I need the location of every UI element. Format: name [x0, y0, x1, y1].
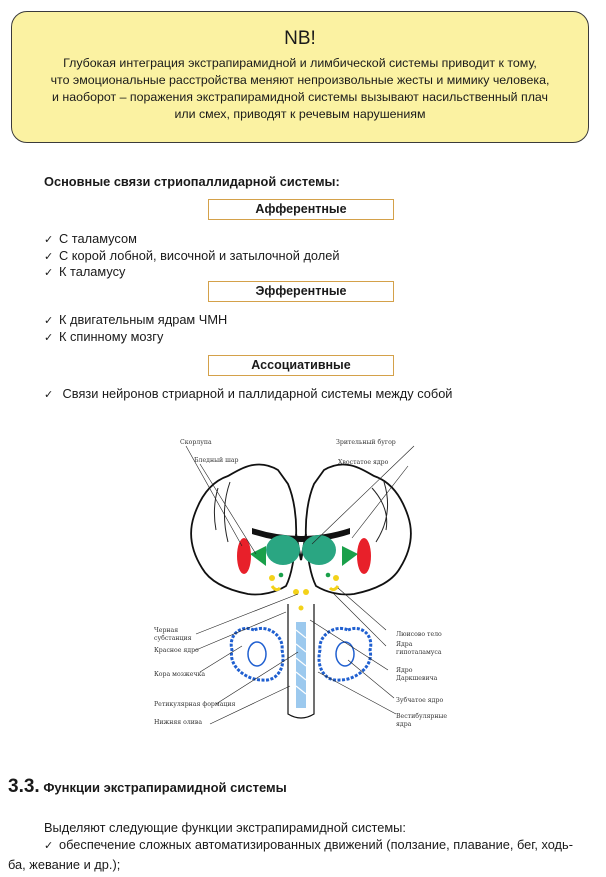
list-item: ✓ Связи нейронов стриарной и паллидарной…	[44, 386, 452, 403]
label-vestibular-2: ядра	[396, 721, 412, 728]
cortex-folds	[213, 481, 389, 543]
afferent-category-box: Афферентные	[208, 199, 394, 220]
brainstem-outline	[287, 604, 315, 719]
nb-line: Глубокая интеграция экстрапирамидной и л…	[63, 56, 537, 70]
label-reticular-formation: Ретикулярная формация	[154, 701, 235, 708]
check-icon: ✓	[44, 389, 54, 401]
nucleus-dot	[325, 572, 331, 578]
pallidum-right	[342, 546, 358, 566]
afferent-list: ✓С таламусом ✓С корой лобной, височной и…	[44, 231, 339, 281]
associative-category-box: Ассоциативные	[208, 355, 394, 376]
nb-line: что эмоциональные расстройства меняют не…	[50, 73, 550, 87]
nucleus-dot	[303, 589, 309, 595]
nucleus-dot	[278, 572, 284, 578]
check-icon: ✓	[44, 250, 54, 263]
leader-lines	[185, 445, 415, 725]
subthalamic-nuclei	[270, 585, 340, 592]
dentate-right	[335, 641, 355, 667]
label-caudate: Хвостатое ядро	[338, 459, 389, 466]
connections-heading: Основные связи стриопаллидарной системы:	[44, 174, 340, 189]
check-icon: ✓	[44, 267, 54, 279]
chapter-number: 3.3.	[8, 776, 40, 797]
efferent-category-box: Эфферентные	[208, 281, 394, 302]
cerebellum-left	[229, 627, 285, 682]
nb-line: или смех, приводят к речевым нарушениям	[174, 107, 426, 121]
check-icon: ✓	[44, 840, 54, 852]
nb-title: NB!	[284, 28, 316, 49]
efferent-list: ✓К двигательным ядрам ЧМН ✓К спинному мо…	[44, 312, 227, 345]
check-icon: ✓	[44, 331, 54, 344]
pallidum-left	[250, 546, 266, 566]
label-substantia-nigra-2: субстанция	[154, 635, 192, 642]
body-intro: Выделяют следующие функции экстрапирамид…	[44, 820, 406, 835]
brainstem-striation	[295, 629, 307, 695]
brain-diagram: Скорлупа Бледный шар Черная субстанция К…	[150, 418, 452, 740]
dentate-left	[247, 641, 267, 667]
putamen-right	[357, 538, 371, 574]
nb-line: и наоборот – поражения экстрапирамидной …	[52, 90, 548, 104]
check-icon: ✓	[44, 315, 54, 327]
label-hypothalamic-2: гипоталамуса	[396, 649, 442, 656]
brainstem-core	[296, 622, 306, 708]
label-hypothalamic: Ядра	[396, 641, 413, 648]
cerebellum-right	[317, 627, 373, 682]
label-vestibular: Вестибулярные	[396, 713, 447, 720]
chapter-title: Функции экстрапирамидной системы	[43, 780, 287, 795]
label-red-nucleus: Красное ядро	[154, 647, 199, 654]
label-putamen: Скорлупа	[180, 439, 212, 446]
nb-text: Глубокая интеграция экстрапирамидной и л…	[12, 55, 588, 123]
label-globus-pallidus: Бледный шар	[194, 457, 239, 464]
label-inferior-olive: Нижняя олива	[154, 719, 202, 726]
nucleus-dot	[333, 575, 339, 581]
chapter-heading: 3.3. Функции экстрапирамидной системы	[8, 776, 287, 798]
label-darkschewitsch: Ядро	[396, 667, 413, 674]
list-item: ✓К спинному мозгу	[44, 329, 227, 346]
list-item: ✓С таламусом	[44, 231, 339, 248]
body-list-item: ✓обеспечение сложных автоматизированных …	[8, 837, 573, 872]
putamen-left	[237, 538, 251, 574]
nucleus-dot	[293, 589, 299, 595]
list-item: ✓К таламусу	[44, 264, 339, 281]
nb-callout: NB! Глубокая интеграция экстрапирамидной…	[11, 11, 589, 143]
label-subthalamic: Люисово тело	[396, 631, 442, 638]
list-item: ✓К двигательным ядрам ЧМН	[44, 312, 227, 329]
list-item: ✓С корой лобной, височной и затылочной д…	[44, 248, 339, 265]
nucleus-dot	[298, 605, 304, 611]
label-cerebellar-cortex: Кора мозжечка	[154, 671, 205, 678]
check-icon: ✓	[44, 234, 54, 246]
thalamus-left	[266, 535, 300, 565]
label-substantia-nigra: Черная	[154, 627, 178, 634]
label-darkschewitsch-2: Даркшевича	[396, 675, 438, 682]
label-dentate: Зубчатое ядро	[396, 697, 443, 704]
nucleus-dot	[269, 575, 275, 581]
associative-list: ✓ Связи нейронов стриарной и паллидарной…	[44, 386, 452, 403]
thalamus-right	[302, 535, 336, 565]
label-thalamus: Зрительный бугор	[336, 439, 396, 446]
